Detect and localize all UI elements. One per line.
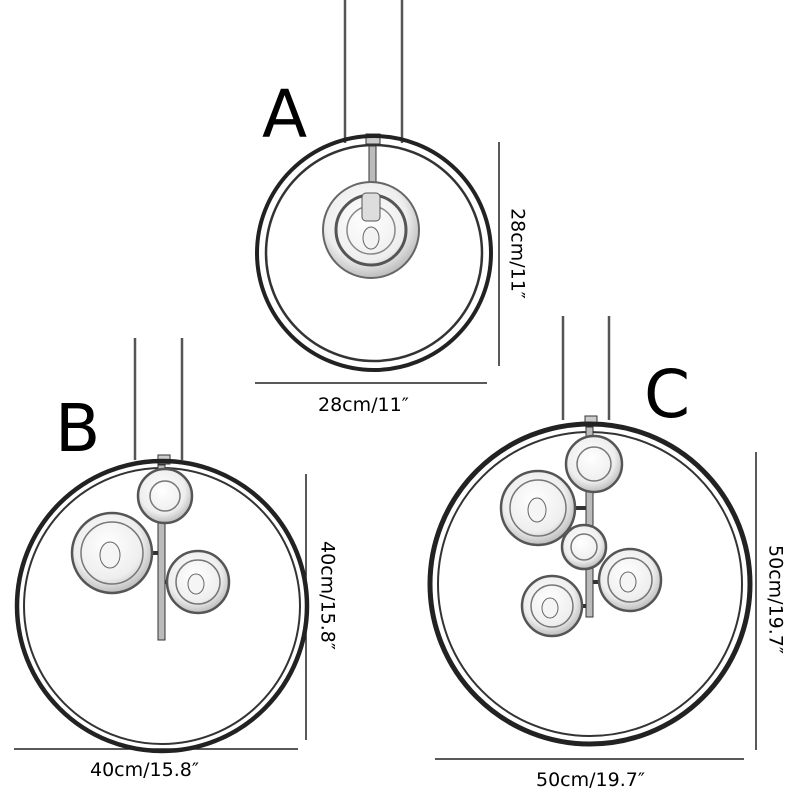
lamp-c bbox=[427, 316, 757, 760]
lamp-b-rods bbox=[133, 338, 184, 460]
lamp-b-width-label: 40cm/15.8″ bbox=[90, 759, 199, 781]
lamp-c-width-label: 50cm/19.7″ bbox=[536, 769, 645, 791]
lamp-c-letter: C bbox=[644, 356, 691, 433]
lamp-c-globe-right bbox=[593, 547, 663, 613]
lamp-a-rods bbox=[343, 0, 404, 143]
lamp-b-letter: B bbox=[55, 390, 101, 467]
lamp-a-globe bbox=[322, 181, 420, 279]
lamp-c-stem bbox=[585, 426, 594, 618]
lamp-a-width-label: 28cm/11″ bbox=[318, 394, 409, 416]
lamp-c-globe-middle bbox=[560, 523, 608, 571]
lamp-b-globe-left bbox=[70, 511, 158, 595]
lamp-b-height-label: 40cm/15.8″ bbox=[316, 541, 339, 650]
lamp-c-globe-top bbox=[564, 434, 624, 494]
lamp-b bbox=[14, 338, 310, 754]
lamp-a-height-label: 28cm/11″ bbox=[506, 208, 529, 299]
lamp-a-letter: A bbox=[262, 76, 308, 153]
lamp-b-globe-top bbox=[136, 467, 194, 525]
lamp-a-ring bbox=[255, 134, 493, 372]
lamp-c-rods bbox=[561, 316, 611, 420]
lamp-b-globe-right bbox=[165, 549, 231, 615]
lamp-c-globe-bottom bbox=[520, 574, 586, 638]
lamp-c-height-label: 50cm/19.7″ bbox=[764, 545, 787, 654]
lamp-a bbox=[255, 0, 500, 384]
lamp-c-globe-left bbox=[499, 469, 586, 547]
